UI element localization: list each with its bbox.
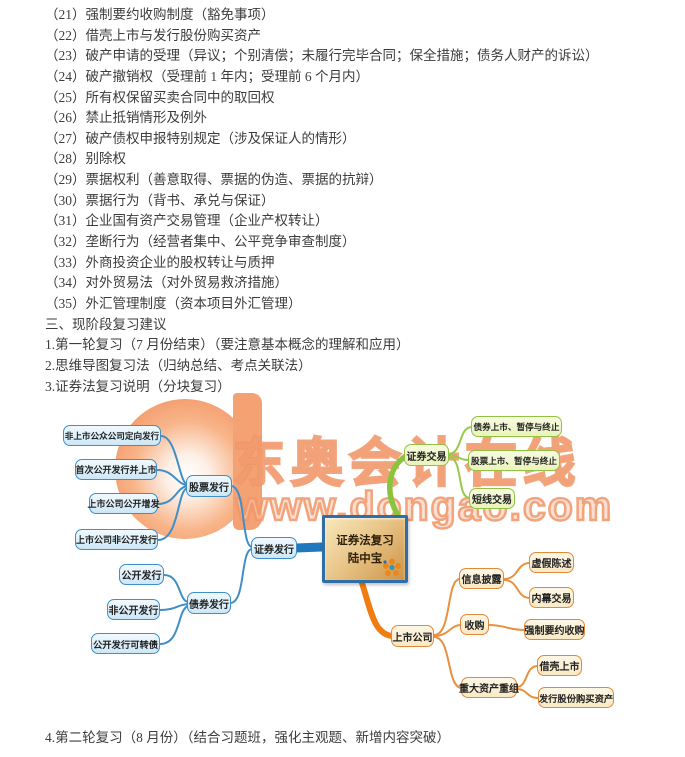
- node-listed-company: 上市公司: [391, 625, 434, 647]
- connector-lines: [156, 426, 540, 699]
- list-item: （21）强制要约收购制度（豁免事项）: [45, 7, 275, 22]
- list-item: （34）对外贸易法（对外贸易救济措施）: [45, 275, 288, 291]
- list-item: （26）禁止抵销情形及例外: [45, 110, 207, 126]
- watermark-url-text: www.dongao.com: [235, 482, 614, 531]
- node-stock-listing-suspension: 股票上市、暂停与终止: [468, 450, 560, 471]
- node-major-asset-restructuring: 重大资产重组: [459, 677, 519, 698]
- list-item: （23）破产申请的受理（异议；个别清偿；未履行完毕合同；保全措施；债务人财产的诉…: [45, 48, 599, 64]
- list-item: （33）外商投资企业的股权转让与质押: [45, 254, 275, 270]
- node-insider-trading: 内幕交易: [529, 587, 574, 608]
- list-item: （22）借壳上市与发行股份购买资产: [45, 27, 261, 43]
- node-center-topic: 证券法复习 陆中宝: [322, 515, 408, 583]
- list-item: （30）票据行为（背书、承兑与保证）: [45, 192, 275, 208]
- list-item: （35）外汇管理制度（资本项目外汇管理）: [45, 295, 302, 311]
- node-bond-issue: 债券发行: [187, 592, 231, 614]
- section-heading: 三、现阶段复习建议: [45, 316, 167, 332]
- node-securities-issue: 证券发行: [251, 537, 297, 559]
- suggestion-line: 1.第一轮复习（7 月份结束）（要注意基本概念的理解和应用）: [45, 337, 410, 353]
- outline-list: （21）强制要约收购制度（豁免事项） （22）借壳上市与发行股份购买资产 （23…: [45, 5, 677, 397]
- node-acquisition: 收购: [460, 614, 489, 635]
- list-item: （31）企业国有资产交易管理（企业产权转让）: [45, 213, 329, 229]
- node-share-issue-asset-purchase: 发行股份购买资产: [538, 687, 614, 708]
- node-short-swing-trading: 短线交易: [469, 488, 515, 509]
- list-item: （29）票据权利（善意取得、票据的伪造、票据的抗辩）: [45, 172, 383, 188]
- node-public-issue: 公开发行: [119, 564, 164, 585]
- node-backdoor-listing: 借壳上市: [537, 655, 582, 676]
- list-item: （25）所有权保留买卖合同中的取回权: [45, 89, 275, 105]
- list-item: （32）垄断行为（经营者集中、公平竞争审查制度）: [45, 234, 356, 250]
- mindmap-image[interactable]: 东奥会计在线 www.dongao.com: [0, 393, 685, 727]
- node-stock-issue: 股票发行: [186, 475, 232, 497]
- center-title-line1: 证券法复习: [336, 535, 394, 547]
- suggestion-line: 4.第二轮复习（8 月份）（结合习题班，强化主观题、新增内容突破）: [45, 730, 450, 745]
- suggestion-line: 3.证券法复习说明（分块复习）: [45, 378, 231, 394]
- dongao-logo-stem-icon: [233, 393, 262, 530]
- center-title-line2: 陆中宝: [347, 553, 383, 565]
- node-nonlisted-private-placement: 非上市公众公司定向发行: [63, 425, 161, 446]
- suggestion-line: 2.思维导图复习法（归纳总结、考点关联法）: [45, 357, 312, 373]
- list-item: （28）别除权: [45, 151, 126, 167]
- list-item: （24）破产撤销权（受理前 1 年内；受理前 6 个月内）: [45, 68, 369, 84]
- node-private-issue: 非公开发行: [107, 599, 160, 620]
- node-info-disclosure: 信息披露: [459, 568, 504, 589]
- node-ipo-listing: 首次公开发行并上市: [75, 459, 157, 480]
- node-mandatory-tender-offer: 强制要约收购: [524, 619, 585, 640]
- node-bond-listing-suspension: 债券上市、暂停与终止: [471, 416, 562, 437]
- list-item: （27）破产债权申报特别规定（涉及保证人的情形）: [45, 130, 356, 146]
- node-convertible-bond: 公开发行可转债: [91, 633, 160, 654]
- node-false-statement: 虚假陈述: [529, 552, 574, 573]
- node-listed-public-addition: 上市公司公开增发: [88, 493, 160, 514]
- node-listed-private-placement: 上市公司非公开发行: [75, 529, 158, 550]
- node-securities-trading: 证券交易: [404, 444, 449, 466]
- flower-decoration-icon: [383, 558, 401, 576]
